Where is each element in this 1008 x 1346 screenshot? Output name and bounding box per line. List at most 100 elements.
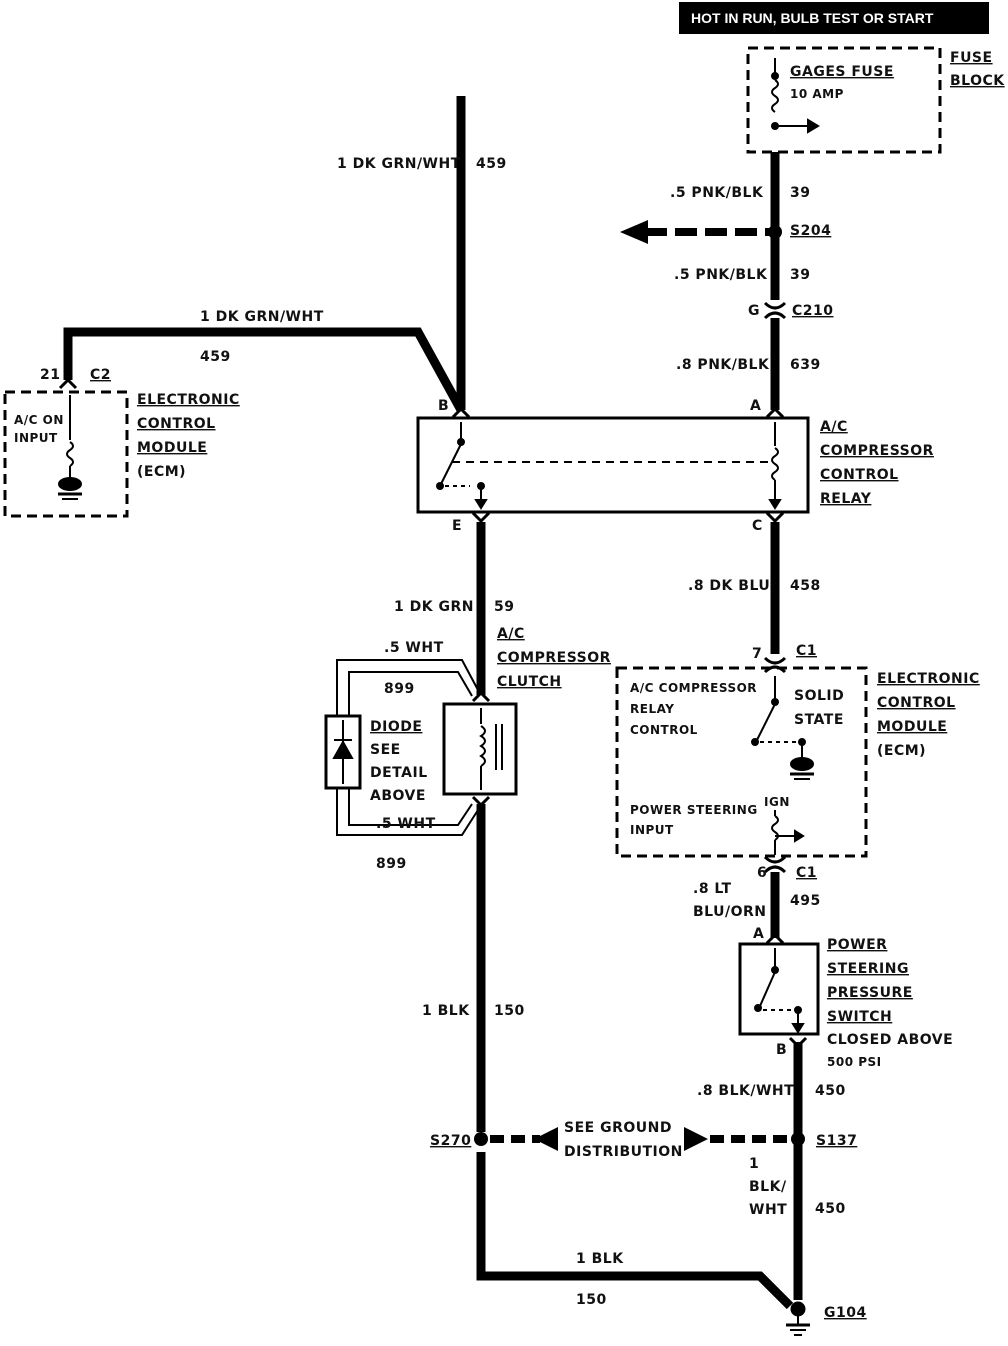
c1-top-pin: 7	[752, 646, 762, 662]
wire-59-gauge: 1 DK GRN	[394, 599, 474, 615]
wire-450a-num: 450	[815, 1083, 846, 1099]
relay-label-1: A/C	[820, 419, 848, 435]
relay-label-2: COMPRESSOR	[820, 443, 934, 459]
wire-899	[336, 659, 479, 836]
wire-450b-num: 450	[815, 1201, 846, 1217]
splice-s137	[791, 1132, 805, 1146]
wire-150-num: 150	[494, 1003, 525, 1019]
wire-459-top-num: 459	[476, 156, 507, 172]
wire-495-num: 495	[790, 893, 821, 909]
wire-459-top-gauge: 1 DK GRN/WHT	[337, 156, 461, 172]
ps-switch-label-3: PRESSURE	[827, 985, 913, 1001]
c210-label: C210	[792, 303, 834, 319]
wire-450b-g2: BLK/	[749, 1179, 787, 1195]
fuse-block-label2: BLOCK	[950, 73, 1005, 89]
ecm-left-box	[3, 390, 129, 518]
wire-39a-gauge: .5 PNK/BLK	[670, 185, 764, 201]
ecm-right-ctrl-2: RELAY	[630, 702, 674, 716]
wire-899a-num: 899	[384, 681, 415, 697]
ground-dist-label-2: DISTRIBUTION	[564, 1144, 683, 1160]
clutch-label-1: A/C	[497, 626, 525, 642]
diode-label-4: ABOVE	[370, 788, 426, 804]
wire-39b-num: 39	[790, 267, 810, 283]
wire-639-gauge: .8 PNK/BLK	[676, 357, 770, 373]
c210-pin: G	[748, 303, 760, 319]
c2-label: C2	[90, 367, 111, 383]
fuse-rating: 10 AMP	[790, 87, 844, 101]
ps-b-cap	[788, 1036, 808, 1049]
wire-495-gauge-1: .8 LT	[693, 881, 732, 897]
ecm-left-label-4: (ECM)	[137, 464, 186, 480]
clutch-label-2: COMPRESSOR	[497, 650, 611, 666]
ecm-right-label-4: (ECM)	[877, 743, 926, 759]
diode-label-2: SEE	[370, 742, 401, 758]
ecm-left-label-1: ELECTRONIC	[137, 392, 240, 408]
diode-icon	[332, 720, 354, 784]
ecm-left-label-2: CONTROL	[137, 416, 216, 432]
ecm-right-ps-1: POWER STEERING	[630, 803, 758, 817]
ecm-right-switch-icon	[751, 676, 814, 780]
ecm-right-ctrl-3: CONTROL	[630, 723, 698, 737]
c1-top-connector	[763, 656, 787, 674]
s204-label: S204	[790, 223, 831, 239]
ecm-right-ps-2: INPUT	[630, 823, 674, 837]
relay-pin-caps	[451, 406, 785, 524]
ecm-right-label-3: MODULE	[877, 719, 947, 735]
ecm-right-box	[615, 666, 868, 858]
diode-label-3: DETAIL	[370, 765, 428, 781]
connector-c210	[763, 301, 787, 320]
wire-458-num: 458	[790, 578, 821, 594]
ps-pin-b: B	[776, 1042, 787, 1058]
ecm-right-input-icon	[771, 810, 805, 855]
wire-450a-gauge: .8 BLK/WHT	[697, 1083, 794, 1099]
c1-bottom-pin: 6	[757, 865, 767, 881]
ps-switch-label-4: SWITCH	[827, 1009, 892, 1025]
ps-switch-icon	[754, 932, 805, 1034]
clutch-label-3: CLUTCH	[497, 674, 562, 690]
ps-pin-a: A	[753, 926, 764, 942]
ground-distribution-arrows	[490, 1127, 790, 1151]
relay-pin-b: B	[438, 398, 449, 414]
wire-639-num: 639	[790, 357, 821, 373]
wire-39b-gauge: .5 PNK/BLK	[674, 267, 768, 283]
c2-connector	[58, 377, 78, 390]
relay-pin-c: C	[752, 518, 763, 534]
wire-59-num: 59	[494, 599, 514, 615]
ps-switch-box	[738, 942, 820, 1036]
relay-pin-e: E	[452, 518, 462, 534]
relay-label-4: RELAY	[820, 491, 872, 507]
ps-switch-label-1: POWER	[827, 937, 887, 953]
resistor-ground-icon	[58, 395, 82, 500]
wire-39a-num: 39	[790, 185, 810, 201]
wire-150b-gauge: 1 BLK	[576, 1251, 624, 1267]
wire-458-gauge: .8 DK BLU	[688, 578, 770, 594]
g104-label: G104	[824, 1305, 867, 1321]
relay-pin-a: A	[750, 398, 761, 414]
s270-label: S270	[430, 1133, 471, 1149]
banner-box	[679, 2, 989, 34]
ecm-left-label-3: MODULE	[137, 440, 207, 456]
wire-459-horiz-num: 459	[200, 349, 231, 365]
splice-s270	[474, 1132, 488, 1146]
wire-150-gauge: 1 BLK	[422, 1003, 470, 1019]
ecm-left-input-1: A/C ON	[14, 413, 64, 427]
relay-switch-icon	[436, 422, 782, 510]
ground-g104-icon	[786, 1301, 810, 1336]
clutch-coil-icon	[471, 690, 503, 808]
ecm-right-ign: IGN	[764, 795, 790, 809]
wire-150	[476, 804, 794, 1310]
ecm-left-input-2: INPUT	[14, 431, 58, 445]
wire-150b-num: 150	[576, 1292, 607, 1308]
fuse-block-box	[746, 46, 942, 154]
fuse-name: GAGES FUSE	[790, 64, 894, 80]
ecm-right-label-2: CONTROL	[877, 695, 956, 711]
wire-495-gauge-2: BLU/ORN	[693, 904, 766, 920]
clutch-box	[442, 702, 518, 796]
s137-label: S137	[816, 1133, 857, 1149]
relay-box	[416, 416, 810, 514]
fuse-block-label: FUSE	[950, 50, 993, 66]
splice-s204	[768, 225, 782, 239]
wire-450b-g3: WHT	[749, 1202, 787, 1218]
